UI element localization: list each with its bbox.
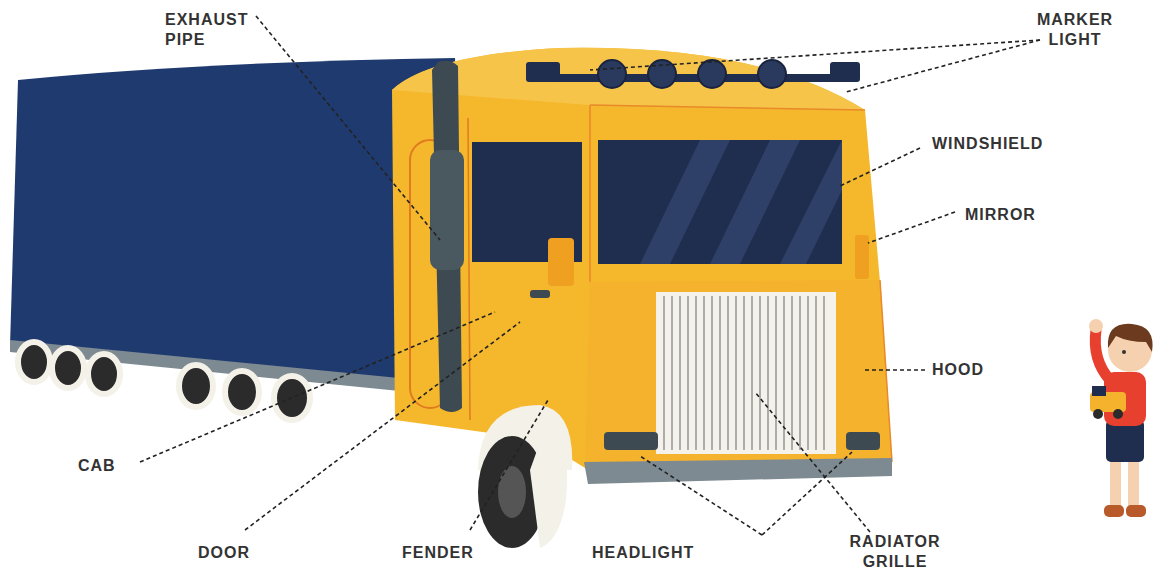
part-label: RADIATOR GRILLE	[840, 532, 950, 572]
part-label: EXHAUST PIPE	[165, 10, 260, 50]
mirror	[855, 235, 869, 279]
cab-body	[392, 48, 892, 468]
marker-lights	[598, 60, 786, 88]
part-label: FENDER	[402, 543, 502, 563]
light-bar	[545, 74, 845, 82]
part-label: MIRROR	[965, 205, 1085, 225]
part-label: DOOR	[198, 543, 278, 563]
leader-lines	[140, 16, 1040, 535]
trailer-wheels	[18, 342, 310, 420]
windshield-glass	[598, 140, 842, 264]
headlight	[604, 432, 658, 450]
part-label: HOOD	[932, 360, 1032, 380]
mirror	[548, 238, 574, 286]
door-handle	[530, 290, 550, 298]
bumper	[584, 458, 892, 484]
radiator-grille	[656, 292, 836, 454]
part-label: WINDSHIELD	[932, 134, 1082, 154]
part-label: HEADLIGHT	[592, 543, 732, 563]
hood-front	[585, 280, 892, 468]
part-label: MARKER LIGHT	[1020, 10, 1130, 50]
headlight	[846, 432, 880, 450]
part-label: CAB	[78, 456, 148, 476]
child-figure	[1089, 319, 1153, 517]
